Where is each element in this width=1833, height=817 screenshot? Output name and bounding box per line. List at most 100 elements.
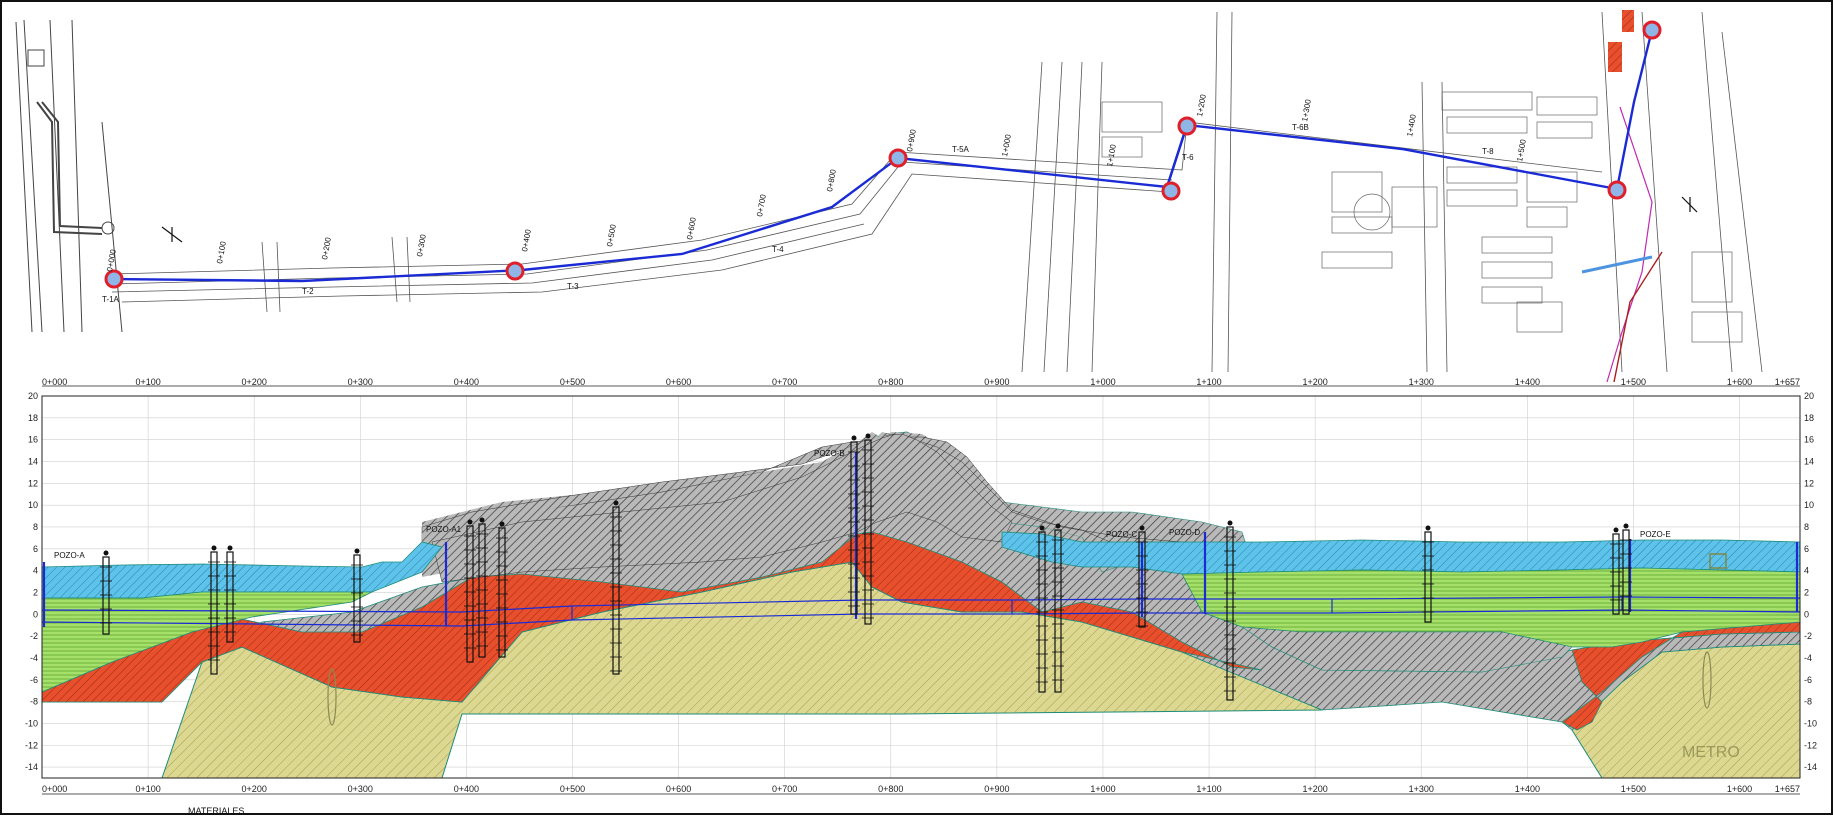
borehole-column (1622, 529, 1630, 615)
borehole-column (612, 506, 620, 675)
borehole-column (478, 523, 486, 658)
plan-chainage-label: 0+000 (105, 248, 118, 272)
y-tick-label-right: -6 (1804, 675, 1812, 685)
plan-left-road (15, 19, 123, 333)
materials-label: MATERIALES (188, 806, 244, 816)
borehole-column (864, 439, 872, 625)
borehole-column (226, 551, 234, 643)
y-tick-label-left: 4 (33, 566, 38, 576)
metro-label: METRO (1682, 744, 1740, 761)
y-tick-label-right: 20 (1804, 391, 1814, 401)
top-tick-label: 0+500 (560, 377, 585, 387)
bottom-tick-label: 0+500 (560, 784, 585, 794)
stratum-red-right (1561, 621, 1801, 731)
y-tick-label-right: 8 (1804, 522, 1809, 532)
y-tick-label-left: -4 (30, 653, 38, 663)
plan-service-lines (1581, 10, 1663, 383)
bottom-tick-label: 1+600 (1727, 784, 1752, 794)
borehole-head (103, 550, 109, 556)
y-tick-label-right: 12 (1804, 478, 1814, 488)
plan-chainage-label: 1+100 (1105, 143, 1118, 167)
manhole-station-icon (1161, 181, 1181, 201)
y-tick-label-left: -12 (25, 740, 38, 750)
top-tick-label: 1+500 (1621, 377, 1646, 387)
manhole-station-icon (888, 148, 908, 168)
borehole-column (1612, 533, 1620, 615)
label-pozo-d: POZO-D (1169, 528, 1200, 537)
label-pozo-e: POZO-E (1640, 530, 1671, 539)
manhole-station-icon (505, 261, 525, 281)
profile-strata (41, 431, 1801, 779)
plan-stations (104, 20, 1662, 289)
borehole-head (1623, 523, 1629, 529)
y-tick-label-left: 8 (33, 522, 38, 532)
bottom-tick-label: 1+100 (1196, 784, 1221, 794)
top-tick-label: 0+300 (348, 377, 373, 387)
y-tick-label-right: -8 (1804, 697, 1812, 707)
stratum-hill-main (431, 433, 1013, 583)
borehole-head (1425, 525, 1431, 531)
borehole-head (1139, 525, 1145, 531)
plan-chainage-label: 1+000 (1000, 133, 1013, 157)
stratum-blue-left (41, 541, 443, 599)
borehole-column (353, 554, 361, 643)
bottom-tick-label: 1+200 (1303, 784, 1328, 794)
bottom-tick-label: 0+100 (135, 784, 160, 794)
borehole-head (211, 545, 217, 551)
plan-chainage-label: 0+600 (685, 216, 698, 240)
top-tick-label: 1+300 (1409, 377, 1434, 387)
y-tick-label-left: 20 (28, 391, 38, 401)
borehole-head (1055, 523, 1061, 529)
y-tick-label-left: 2 (33, 587, 38, 597)
bottom-tick-label: 1+000 (1090, 784, 1115, 794)
plan-segment-label: T-2 (302, 287, 314, 296)
plan-chainage-label: 1+500 (1515, 138, 1528, 162)
plan-chainage-label: 0+100 (215, 240, 228, 264)
y-tick-label-left: -2 (30, 631, 38, 641)
plan-chainage-label: 0+800 (825, 168, 838, 192)
borehole-column (210, 551, 218, 675)
manhole-station-icon (1607, 180, 1627, 200)
bottom-tick-label: 1+657 (1775, 784, 1800, 794)
stratum-green-left (41, 591, 373, 693)
manhole-station-icon (104, 269, 124, 289)
borehole-column (850, 441, 858, 615)
plan-chainage-label: 1+300 (1300, 98, 1313, 122)
borehole-head (1613, 527, 1619, 533)
borehole-head (613, 500, 619, 506)
top-tick-label: 1+600 (1727, 377, 1752, 387)
y-tick-label-right: 2 (1804, 587, 1809, 597)
bottom-tick-label: 0+800 (878, 784, 903, 794)
bottom-tick-label: 0+200 (242, 784, 267, 794)
plan-chainage-label: 1+200 (1195, 93, 1208, 117)
borehole-head (865, 433, 871, 439)
plan-segment-label: T-3 (567, 282, 579, 291)
borehole-head (227, 545, 233, 551)
profile-well-labels: POZO-A POZO-A1 POZO-B POZO-C POZO-D POZO… (54, 449, 1671, 560)
borehole-head (467, 519, 473, 525)
plan-chainage-label: 0+400 (520, 228, 533, 252)
top-tick-label: 0+600 (666, 377, 691, 387)
borehole-head (354, 548, 360, 554)
y-tick-label-right: 6 (1804, 544, 1809, 554)
borehole-column (1138, 531, 1146, 628)
plan-segment-label: T-4 (772, 245, 784, 254)
top-tick-label: 0+700 (772, 377, 797, 387)
stratum-red (41, 531, 1263, 703)
plan-segment-label: T-5A (952, 145, 970, 154)
y-tick-label-left: 12 (28, 478, 38, 488)
label-pozo-b: POZO-B (814, 449, 845, 458)
y-tick-label-right: -14 (1804, 762, 1817, 772)
plan-chainage-label: 0+500 (605, 223, 618, 247)
plan-chainage-label: 0+900 (905, 128, 918, 152)
borehole-column (1054, 529, 1062, 693)
y-tick-label-left: -14 (25, 762, 38, 772)
y-tick-label-right: -12 (1804, 740, 1817, 750)
borehole-column (498, 527, 506, 658)
top-tick-label: 1+200 (1303, 377, 1328, 387)
top-tick-label: 0+200 (242, 377, 267, 387)
top-tick-label: 1+000 (1090, 377, 1115, 387)
